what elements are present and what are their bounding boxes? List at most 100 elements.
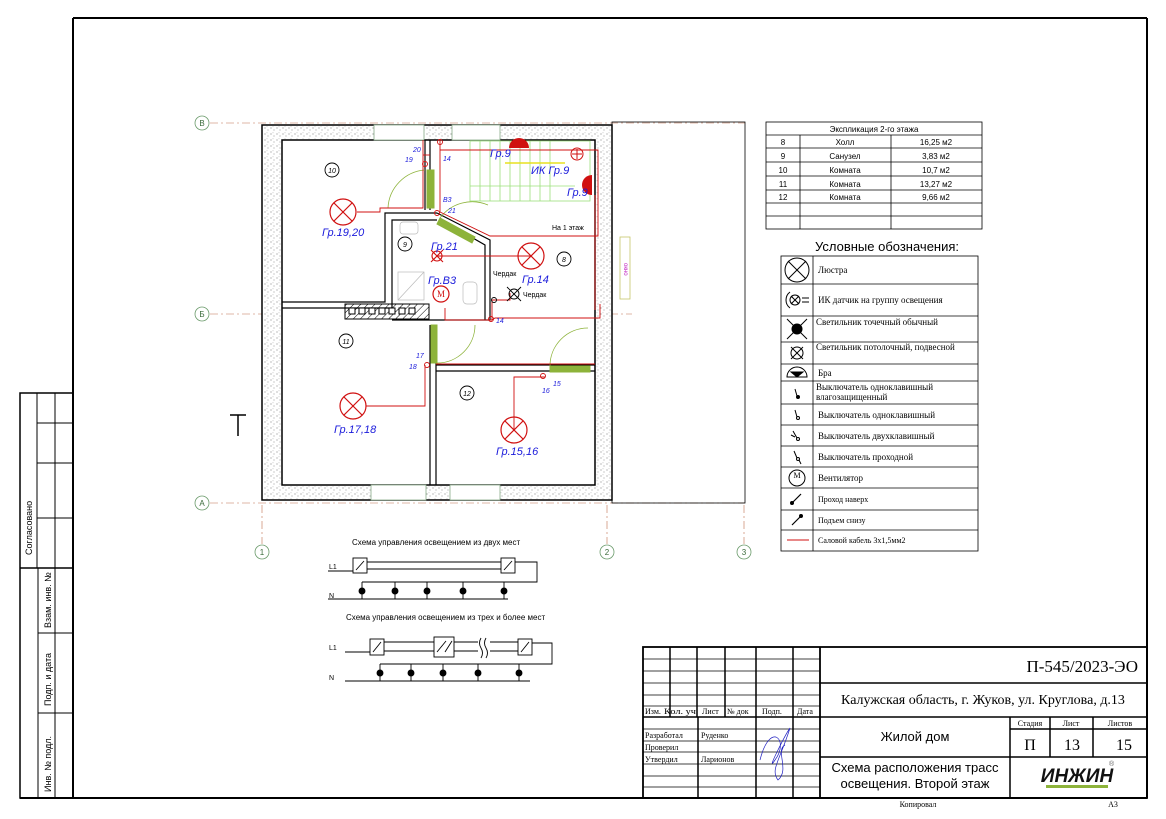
scheme-n-label: N [329, 593, 334, 600]
role-label: Разработал [645, 731, 683, 740]
legend-label: Саловой кабель 3х1,5мм2 [818, 536, 906, 545]
svg-text:®: ® [1109, 760, 1115, 768]
cell-num: 12 [779, 193, 788, 202]
stamp-replace-inv: Взам. инв. № [43, 572, 53, 628]
cell-num: 9 [781, 152, 786, 161]
cell-area: 16,25 м2 [920, 138, 953, 147]
switch-number: 17 [416, 353, 425, 360]
cell-num: 11 [779, 180, 788, 189]
cell-name: Холл [836, 138, 855, 147]
stage-value: П [1024, 737, 1036, 754]
sconce-icon [582, 175, 592, 195]
role-label: Утвердил [645, 755, 678, 764]
cell-name: Санузел [829, 152, 860, 161]
stamp-sign-date: Подп. и дата [43, 653, 53, 706]
axis-markers [194, 115, 752, 560]
cell-name: Комната [829, 180, 861, 189]
cell-area: 13,27 м2 [920, 180, 953, 189]
ceiling-light-icon [790, 346, 804, 360]
attic-label: Чердак [493, 271, 517, 278]
room-number: 9 [403, 242, 407, 249]
sheet-title-line1: Схема расположения трасс [832, 760, 999, 775]
section-mark [230, 414, 246, 436]
group-label: ИК Гр.9 [531, 165, 569, 177]
room-number: 11 [342, 339, 349, 346]
scheme-three-title: Схема управления освещением из трех и бо… [346, 613, 545, 622]
chandelier-icon [500, 416, 528, 444]
doors [426, 169, 591, 373]
role-name: Ларионов [701, 755, 735, 764]
spot-light-icon [786, 318, 808, 340]
group-label: Гр.14 [522, 274, 549, 286]
legend-symbols: M [784, 257, 810, 541]
switch-number: 18 [409, 364, 417, 371]
chandelier-icon [517, 242, 545, 270]
switch-number: 20 [412, 147, 421, 154]
switch-number: 14 [496, 318, 504, 325]
legend-table [780, 255, 979, 552]
switch-number: 21 [447, 208, 456, 215]
attic-label: Чердак [523, 292, 547, 299]
scheme-l1-label: L1 [329, 645, 337, 652]
rise-from-below-icon [791, 514, 803, 526]
sheets-value: 15 [1116, 737, 1132, 754]
cell-area: 3,83 м2 [922, 152, 950, 161]
signature [759, 727, 791, 781]
explication-title: Экспликация 2-го этажа [830, 125, 919, 134]
fan-icon: M [432, 285, 450, 303]
legend-label: Вентилятор [818, 473, 864, 483]
legend-label: Светильник точечный обычный [816, 317, 938, 327]
switch-passthrough-icon [793, 450, 802, 465]
switch-number: 16 [542, 388, 550, 395]
header-date: Дата [797, 707, 813, 716]
ceiling-light-icon [506, 286, 522, 302]
axis-label-3: 3 [742, 548, 747, 557]
svg-text:M: M [437, 289, 445, 299]
legend-label: ИК датчик на группу освещения [818, 295, 943, 305]
svg-text:ИНЖИН: ИНЖИН [1041, 766, 1115, 787]
cell-area: 9,66 м2 [922, 193, 950, 202]
object-name: Жилой дом [881, 729, 950, 744]
cell-name: Комната [829, 193, 861, 202]
scheme-two-title: Схема управления освещением из двух мест [352, 538, 520, 547]
wiring [357, 140, 601, 430]
sheet-value: 13 [1064, 737, 1080, 754]
legend-label: Светильник потолочный, подвесной [816, 342, 955, 352]
stamp-inv-orig: Инв. № подл. [43, 736, 53, 792]
switch-double-icon [790, 430, 800, 441]
cell-area: 10,7 м2 [922, 166, 950, 175]
group-label: Гр.21 [431, 241, 458, 253]
svg-text:M: M [793, 471, 800, 480]
title-block [642, 646, 1148, 799]
axis-label-v: В [199, 119, 204, 128]
stairs [469, 140, 591, 202]
ceiling-light-icon [430, 249, 444, 263]
chandelier-icon [784, 257, 810, 283]
switch-number: В3 [443, 197, 452, 204]
scheme-three-places [345, 636, 553, 682]
cell-num: 8 [781, 138, 786, 147]
switch-single-icon [794, 409, 800, 420]
document-code: П-545/2023-ЭО [1026, 657, 1138, 676]
pass-up-icon [790, 493, 802, 505]
chandelier-icon [329, 198, 357, 226]
header-podp: Подп. [762, 707, 782, 716]
chandelier-icon [339, 392, 367, 420]
group-label: Гр.15,16 [496, 446, 539, 458]
ir-sensor-icon [570, 147, 584, 161]
axis-label-b: Б [199, 310, 204, 319]
legend-label: Выключатель одноклавишный влагозащищенны… [816, 382, 934, 402]
legend-label: Выключатель двухклавишный [818, 431, 935, 441]
window-label: окно [622, 263, 628, 276]
scheme-l1-label: L1 [329, 564, 337, 571]
cell-name: Комната [829, 166, 861, 175]
legend-title: Условные обозначения: [815, 239, 959, 254]
copied-label: Копировал [900, 800, 937, 809]
group-label: Гр.В3 [428, 275, 457, 287]
cell-num: 10 [779, 166, 788, 175]
ir-sensor-icon [785, 291, 809, 309]
header-kol: Кол. уч [664, 707, 696, 716]
fan-icon: M [788, 469, 806, 487]
room-number: 8 [562, 257, 566, 264]
